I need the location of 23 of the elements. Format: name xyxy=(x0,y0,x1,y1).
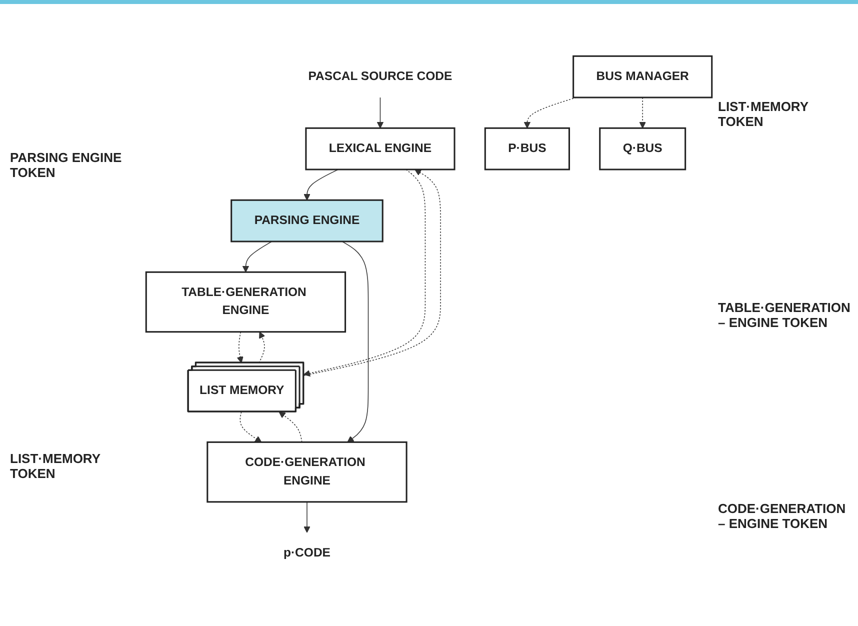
arrow xyxy=(304,169,339,200)
node-box: LEXICAL ENGINE xyxy=(305,127,456,170)
arrow xyxy=(376,97,384,128)
arrow xyxy=(342,241,369,442)
arrow xyxy=(278,412,302,443)
node-box: PARSING ENGINE xyxy=(230,199,384,242)
arrow xyxy=(639,97,646,128)
arrow xyxy=(242,241,272,272)
token-label: CODE·GENERATION – ENGINE TOKEN xyxy=(718,500,847,531)
token-label: PARSING ENGINE TOKEN xyxy=(10,150,123,180)
token-label: LIST·MEMORY TOKEN xyxy=(718,99,810,130)
token-label: LIST·MEMORY TOKEN xyxy=(10,450,102,480)
arrow xyxy=(304,502,310,533)
node-box: BUS MANAGER xyxy=(572,55,713,98)
token-label: TABLE·GENERATION – ENGINE TOKEN xyxy=(718,300,848,330)
arrow xyxy=(236,331,244,364)
node-box: Q·BUS xyxy=(599,127,686,170)
node-box: CODE·GENERATION ENGINE xyxy=(206,441,408,503)
arrow xyxy=(240,412,262,442)
node-box: P·BUS xyxy=(484,127,570,170)
node-text: p·CODE xyxy=(283,546,330,560)
node-box: TABLE·GENERATION ENGINE xyxy=(145,271,346,333)
node-text: PASCAL SOURCE CODE xyxy=(308,70,452,83)
